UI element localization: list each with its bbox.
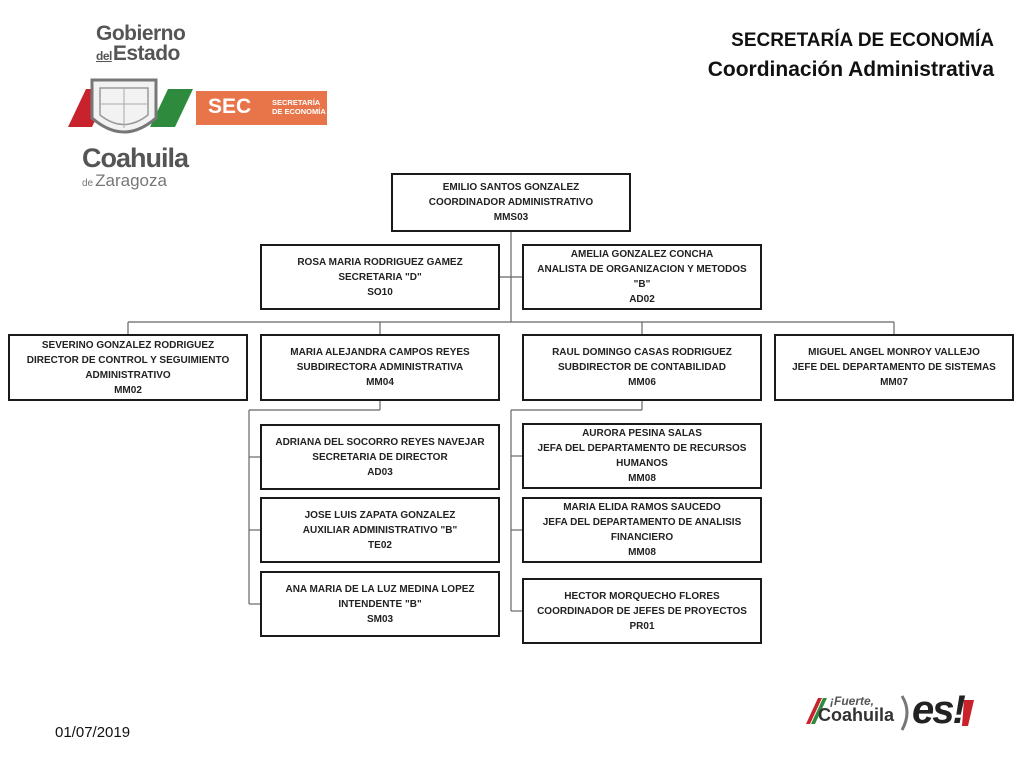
person-name: AMELIA GONZALEZ CONCHA <box>570 249 714 260</box>
person-role: JEFE DEL DEPARTAMENTO DE SISTEMAS <box>792 362 996 373</box>
logo-estado-text: Estado <box>112 42 181 65</box>
person-role: COORDINADOR DE JEFES DE PROYECTOS <box>537 605 747 617</box>
person-code: MM08 <box>628 473 656 484</box>
person-name: MARIA ELIDA RAMOS SAUCEDO <box>563 502 721 513</box>
logo-zaragoza-text: Zaragoza <box>95 171 167 190</box>
org-box-jefa-rh: AURORA PESINA SALAS JEFA DEL DEPARTAMENT… <box>522 423 762 489</box>
sec-desc-line-1: SECRETARÍA <box>272 98 321 107</box>
person-code: MM07 <box>880 377 908 388</box>
page-title: SECRETARÍA DE ECONOMÍA <box>731 30 994 51</box>
person-role: JEFA DEL DEPARTAMENTO DE ANALISIS FINANC… <box>542 517 742 543</box>
footer-date: 01/07/2019 <box>55 724 131 741</box>
person-name: HECTOR MORQUECHO FLORES <box>564 590 720 602</box>
logo-de-text: de <box>82 178 94 189</box>
logo-estado-line: delEstado <box>96 42 180 66</box>
person-name: JOSE LUIS ZAPATA GONZALEZ <box>304 509 456 521</box>
org-box-coord-jefes: HECTOR MORQUECHO FLORES COORDINADOR DE J… <box>522 578 762 644</box>
sec-badge-text: SEC <box>208 95 252 118</box>
logo-del-text: del <box>96 49 112 63</box>
person-role: SUBDIRECTORA ADMINISTRATIVA <box>296 362 464 373</box>
fuerte-coahuila-text: Coahuila <box>818 705 895 725</box>
sec-badge <box>196 91 327 125</box>
person-role: COORDINADOR ADMINISTRATIVO <box>428 197 594 208</box>
person-role: AUXILIAR ADMINISTRATIVO "B" <box>302 524 458 536</box>
org-box-director-control: SEVERINO GONZALEZ RODRIGUEZ DIRECTOR DE … <box>8 334 248 401</box>
person-code: MM04 <box>366 377 394 388</box>
person-code: TE02 <box>368 539 392 551</box>
org-box-intendente: ANA MARIA DE LA LUZ MEDINA LOPEZ INTENDE… <box>260 571 500 637</box>
person-role: DIRECTOR DE CONTROL Y SEGUIMIENTO ADMINI… <box>26 354 230 381</box>
person-code: SM03 <box>366 613 394 625</box>
person-code: MM06 <box>628 377 656 388</box>
person-name: EMILIO SANTOS GONZALEZ <box>442 182 580 193</box>
org-box-jefe-sistemas: MIGUEL ANGEL MONROY VALLEJO JEFE DEL DEP… <box>774 334 1014 401</box>
org-box-coordinador: EMILIO SANTOS GONZALEZ COORDINADOR ADMIN… <box>391 173 631 232</box>
org-box-subdir-admin: MARIA ALEJANDRA CAMPOS REYES SUBDIRECTOR… <box>260 334 500 401</box>
person-name: ADRIANA DEL SOCORRO REYES NAVEJAR <box>275 436 485 448</box>
person-name: MIGUEL ANGEL MONROY VALLEJO <box>808 347 980 358</box>
person-code: PR01 <box>629 620 655 632</box>
person-code: MM02 <box>114 384 142 396</box>
person-name: ROSA MARIA RODRIGUEZ GAMEZ <box>297 256 463 268</box>
person-role: ANALISTA DE ORGANIZACION Y METODOS "B" <box>537 264 747 290</box>
person-role: SECRETARIA DE DIRECTOR <box>312 451 448 463</box>
person-name: SEVERINO GONZALEZ RODRIGUEZ <box>41 339 215 351</box>
org-box-subdir-conta: RAUL DOMINGO CASAS RODRIGUEZ SUBDIRECTOR… <box>522 334 762 401</box>
sec-badge-desc: SECRETARÍA DE ECONOMÍA <box>272 98 326 116</box>
org-box-analista: AMELIA GONZALEZ CONCHA ANALISTA DE ORGAN… <box>522 244 762 310</box>
fuerte-es-text: es! <box>912 688 966 732</box>
person-role: SECRETARIA "D" <box>338 271 422 283</box>
org-box-secretaria: ROSA MARIA RODRIGUEZ GAMEZ SECRETARIA "D… <box>260 244 500 310</box>
org-box-jefa-af: MARIA ELIDA RAMOS SAUCEDO JEFA DEL DEPAR… <box>522 497 762 563</box>
person-role: JEFA DEL DEPARTAMENTO DE RECURSOS HUMANO… <box>537 443 747 469</box>
sec-desc-line-2: DE ECONOMÍA <box>272 107 326 116</box>
page-subtitle: Coordinación Administrativa <box>707 58 994 81</box>
person-code: AD02 <box>629 294 655 305</box>
logo-coahuila-text: Coahuila <box>82 143 189 173</box>
person-name: AURORA PESINA SALAS <box>582 428 702 439</box>
person-code: SO10 <box>367 286 393 298</box>
person-code: AD03 <box>367 466 393 478</box>
person-code: MMS03 <box>493 212 529 223</box>
person-role: SUBDIRECTOR DE CONTABILIDAD <box>558 362 726 373</box>
person-code: MM08 <box>628 547 656 558</box>
person-role: INTENDENTE "B" <box>338 598 422 610</box>
fuerte-text: ¡Fuerte, <box>830 694 875 708</box>
person-name: MARIA ALEJANDRA CAMPOS REYES <box>290 347 470 358</box>
org-box-sec-director: ADRIANA DEL SOCORRO REYES NAVEJAR SECRET… <box>260 424 500 490</box>
logo-gobierno-text: Gobierno <box>96 22 186 45</box>
person-name: ANA MARIA DE LA LUZ MEDINA LOPEZ <box>285 583 475 595</box>
org-box-aux-admin: JOSE LUIS ZAPATA GONZALEZ AUXILIAR ADMIN… <box>260 497 500 563</box>
person-name: RAUL DOMINGO CASAS RODRIGUEZ <box>552 347 732 358</box>
